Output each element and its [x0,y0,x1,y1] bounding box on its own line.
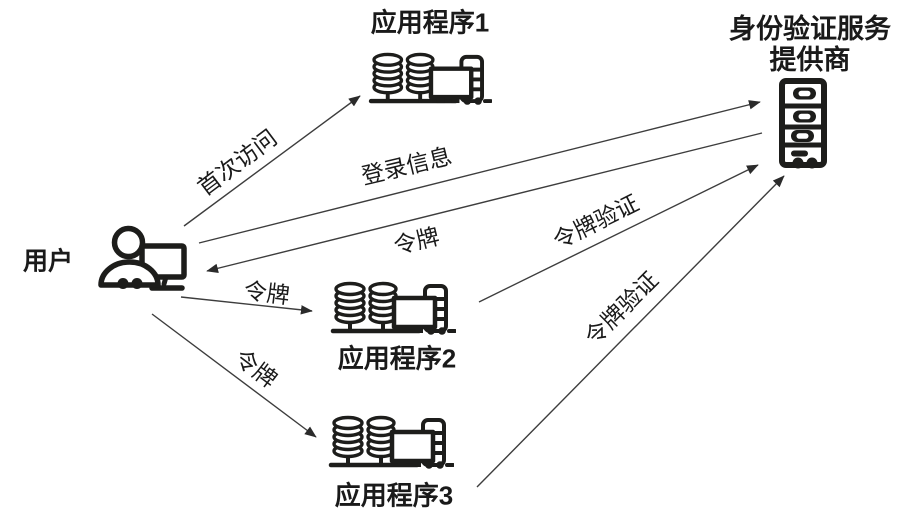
app1-label: 应用程序1 [370,7,490,38]
edge-label-token-app3: 令牌 [229,344,282,393]
identity-provider-cabinet-icon [778,78,828,172]
arrow-user-to-app3 [151,313,317,438]
edge-label-login-info: 登录信息 [358,142,455,190]
user-label: 用户 [22,247,74,276]
idp-label: 身份验证服务 提供商 [729,14,891,76]
idp-label-line1: 身份验证服务 [729,14,891,44]
arrow-app3-to-idp [476,175,785,488]
edge-label-token-return: 令牌 [391,222,442,259]
application-3-servers-icon [326,413,454,469]
arrow-idp-to-user [206,132,763,273]
application-1-servers-icon [366,50,492,105]
app3-label: 应用程序3 [334,480,454,511]
edge-label-first-visit: 首次访问 [192,124,282,201]
edge-label-token-verify-app2: 令牌验证 [548,189,643,254]
idp-label-line2: 提供商 [769,45,851,75]
edge-label-token-verify-app3: 令牌验证 [579,266,664,351]
arrow-user-to-idp [198,100,761,244]
arrow-app2-to-idp [478,164,759,303]
app2-label: 应用程序2 [337,343,457,374]
user-with-computer-icon [96,220,192,292]
edge-label-token-app2: 令牌 [242,277,292,309]
application-2-servers-icon [328,279,456,335]
